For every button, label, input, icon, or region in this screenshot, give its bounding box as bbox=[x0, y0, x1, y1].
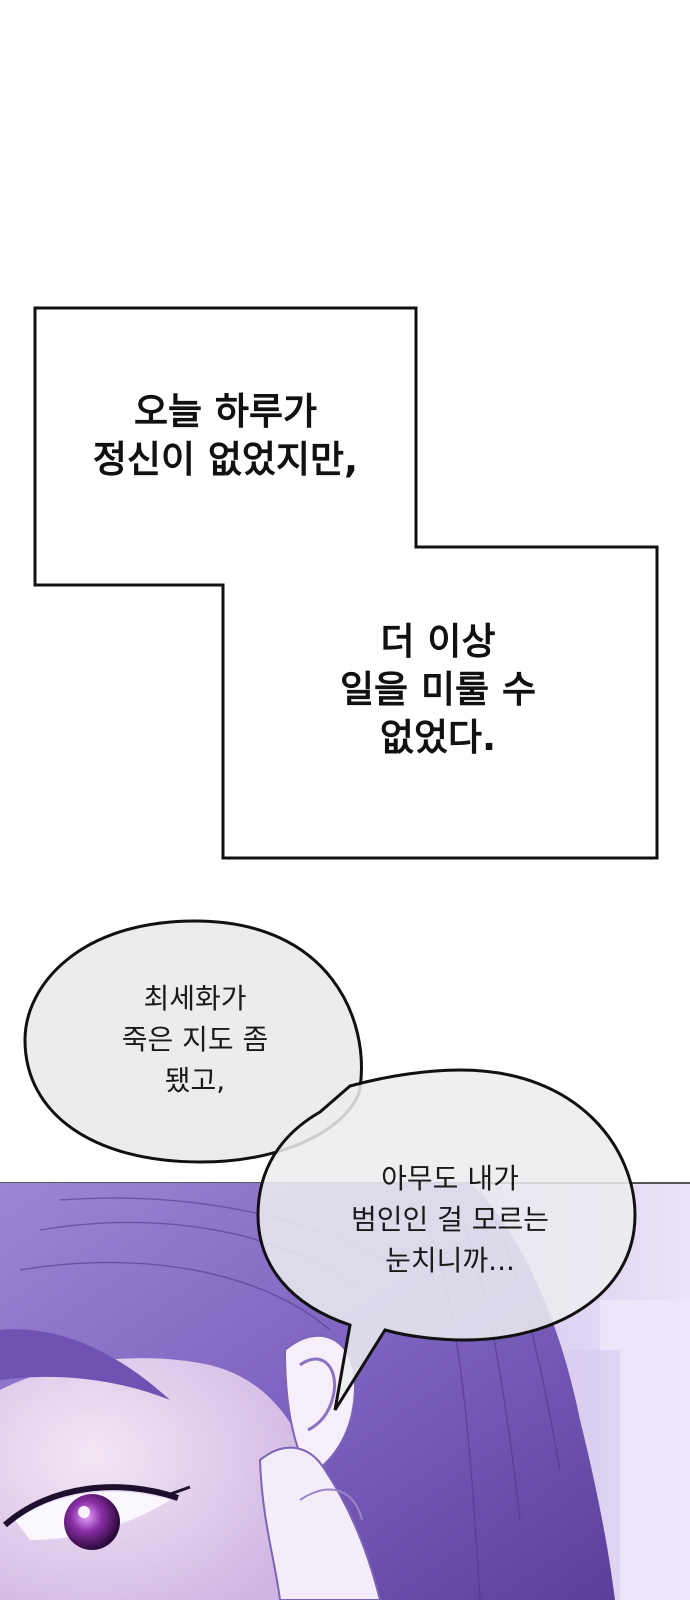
eye-illustration bbox=[3, 1484, 191, 1550]
dialogue-text-2: 아무도 내가 범인인 걸 모르는 눈치니까... bbox=[300, 1158, 600, 1281]
dialogue-line: 눈치니까... bbox=[385, 1244, 515, 1277]
narration-line: 더 이상 bbox=[380, 620, 496, 663]
narration-line: 없었다. bbox=[379, 716, 497, 759]
narration-line: 일을 미룰 수 bbox=[340, 668, 536, 711]
narration-line: 정신이 없었지만, bbox=[92, 438, 359, 481]
narration-box bbox=[33, 306, 659, 860]
speech-bubble-2 bbox=[256, 1068, 637, 1411]
narration-text-1: 오늘 하루가 정신이 없었지만, bbox=[35, 388, 416, 484]
narration-text-2: 더 이상 일을 미룰 수 없었다. bbox=[298, 618, 578, 762]
dialogue-text-1: 최세화가 죽은 지도 좀 됐고, bbox=[55, 978, 335, 1101]
dialogue-line: 아무도 내가 bbox=[381, 1162, 519, 1195]
dialogue-line: 범인인 걸 모르는 bbox=[350, 1203, 550, 1236]
dialogue-line: 최세화가 bbox=[143, 982, 247, 1015]
narration-line: 오늘 하루가 bbox=[133, 390, 318, 433]
speech-bubble-1 bbox=[23, 919, 363, 1164]
dialogue-line: 죽은 지도 좀 bbox=[121, 1023, 269, 1056]
dialogue-line: 됐고, bbox=[164, 1064, 226, 1097]
